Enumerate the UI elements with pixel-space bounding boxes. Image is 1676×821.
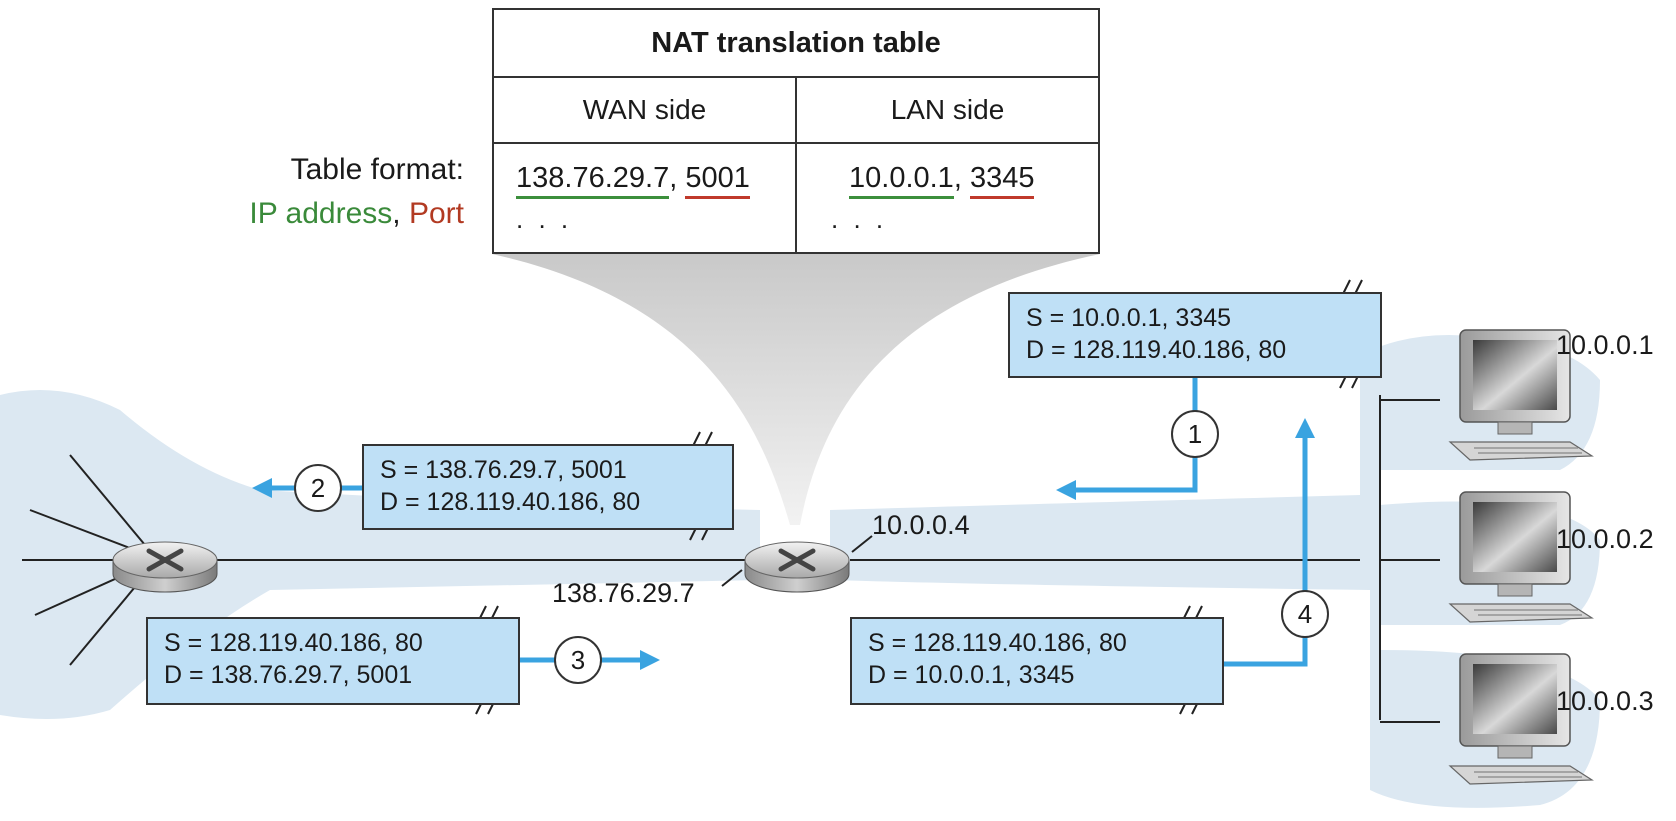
- packet-2-source: S = 138.76.29.7, 5001: [380, 456, 627, 484]
- lan-cloud: [830, 335, 1600, 808]
- table-format-fields: IP address, Port: [249, 192, 464, 236]
- format-separator: ,: [392, 197, 401, 230]
- packet-2-destination: D = 128.119.40.186, 80: [380, 488, 641, 516]
- table-format-legend: Table format: IP address, Port: [249, 148, 464, 236]
- step-3-marker: 3: [554, 636, 602, 684]
- step-4-marker: 4: [1281, 590, 1329, 638]
- arrow-step-4: [1224, 432, 1308, 667]
- wan-side-header: WAN side: [494, 78, 797, 142]
- internet-router-icon: [112, 541, 218, 593]
- packet-4-destination: D = 10.0.0.1, 3345: [868, 661, 1075, 689]
- lan-side-cell: 10.0.0.1, 3345 . . .: [797, 144, 1098, 254]
- lan-entry: 10.0.0.1, 3345: [849, 162, 1035, 199]
- packet-4-source: S = 128.119.40.186, 80: [868, 629, 1127, 657]
- wan-ip: 138.76.29.7: [516, 162, 670, 199]
- packet-3-source: S = 128.119.40.186, 80: [164, 629, 423, 657]
- lan-side-header: LAN side: [890, 94, 1005, 125]
- router-wan-address: 138.76.29.7: [552, 578, 695, 608]
- port-label: Port: [408, 197, 464, 230]
- wan-port: 5001: [685, 162, 750, 199]
- lan-ellipsis: . . .: [831, 204, 888, 234]
- nat-translation-table: NAT translation table WAN side LAN side …: [492, 8, 1100, 254]
- nat-table-header: WAN side LAN side: [494, 78, 1098, 144]
- ip-address-label: IP address: [249, 197, 393, 230]
- packet-1: S = 10.0.0.1, 3345 D = 128.119.40.186, 8…: [1008, 292, 1382, 378]
- host-computer-icon: [1448, 491, 1594, 623]
- table-format-label: Table format:: [290, 153, 464, 186]
- step-2-marker: 2: [294, 464, 342, 512]
- packet-2: S = 138.76.29.7, 5001 D = 128.119.40.186…: [362, 444, 734, 530]
- lan-ip: 10.0.0.1: [849, 162, 954, 199]
- host-2-address: 10.0.0.2: [1556, 524, 1654, 554]
- arrowhead-2: [252, 478, 272, 498]
- packet-3-destination: D = 138.76.29.7, 5001: [164, 661, 413, 689]
- packet-1-source: S = 10.0.0.1, 3345: [1026, 304, 1232, 332]
- packet-4: S = 128.119.40.186, 80 D = 10.0.0.1, 334…: [850, 617, 1224, 705]
- wan-side-cell: 138.76.29.7, 5001 . . .: [494, 144, 797, 254]
- step-1-marker: 1: [1171, 410, 1219, 458]
- lan-port: 3345: [969, 162, 1035, 199]
- arrowhead-3: [640, 650, 660, 670]
- host-1-address: 10.0.0.1: [1556, 330, 1654, 360]
- table-zoom-funnel: [492, 254, 1100, 525]
- host-computer-icon: [1448, 329, 1594, 461]
- nat-table-title: NAT translation table: [494, 10, 1098, 78]
- lan-drops: [1379, 395, 1440, 723]
- wan-ellipsis: . . .: [516, 204, 573, 234]
- packet-1-destination: D = 128.119.40.186, 80: [1026, 336, 1287, 364]
- nat-table-body: 138.76.29.7, 5001 . . . 10.0.0.1, 3345 .…: [494, 144, 1098, 254]
- host-computer-icon: [1448, 653, 1594, 785]
- host-3-address: 10.0.0.3: [1556, 686, 1654, 716]
- arrowhead-1: [1056, 480, 1076, 500]
- packet-3: S = 128.119.40.186, 80 D = 138.76.29.7, …: [146, 617, 520, 705]
- nat-router-icon: [744, 541, 850, 593]
- wan-entry: 138.76.29.7, 5001: [516, 162, 750, 199]
- router-lan-address: 10.0.0.4: [872, 510, 970, 540]
- arrowhead-4: [1295, 418, 1315, 438]
